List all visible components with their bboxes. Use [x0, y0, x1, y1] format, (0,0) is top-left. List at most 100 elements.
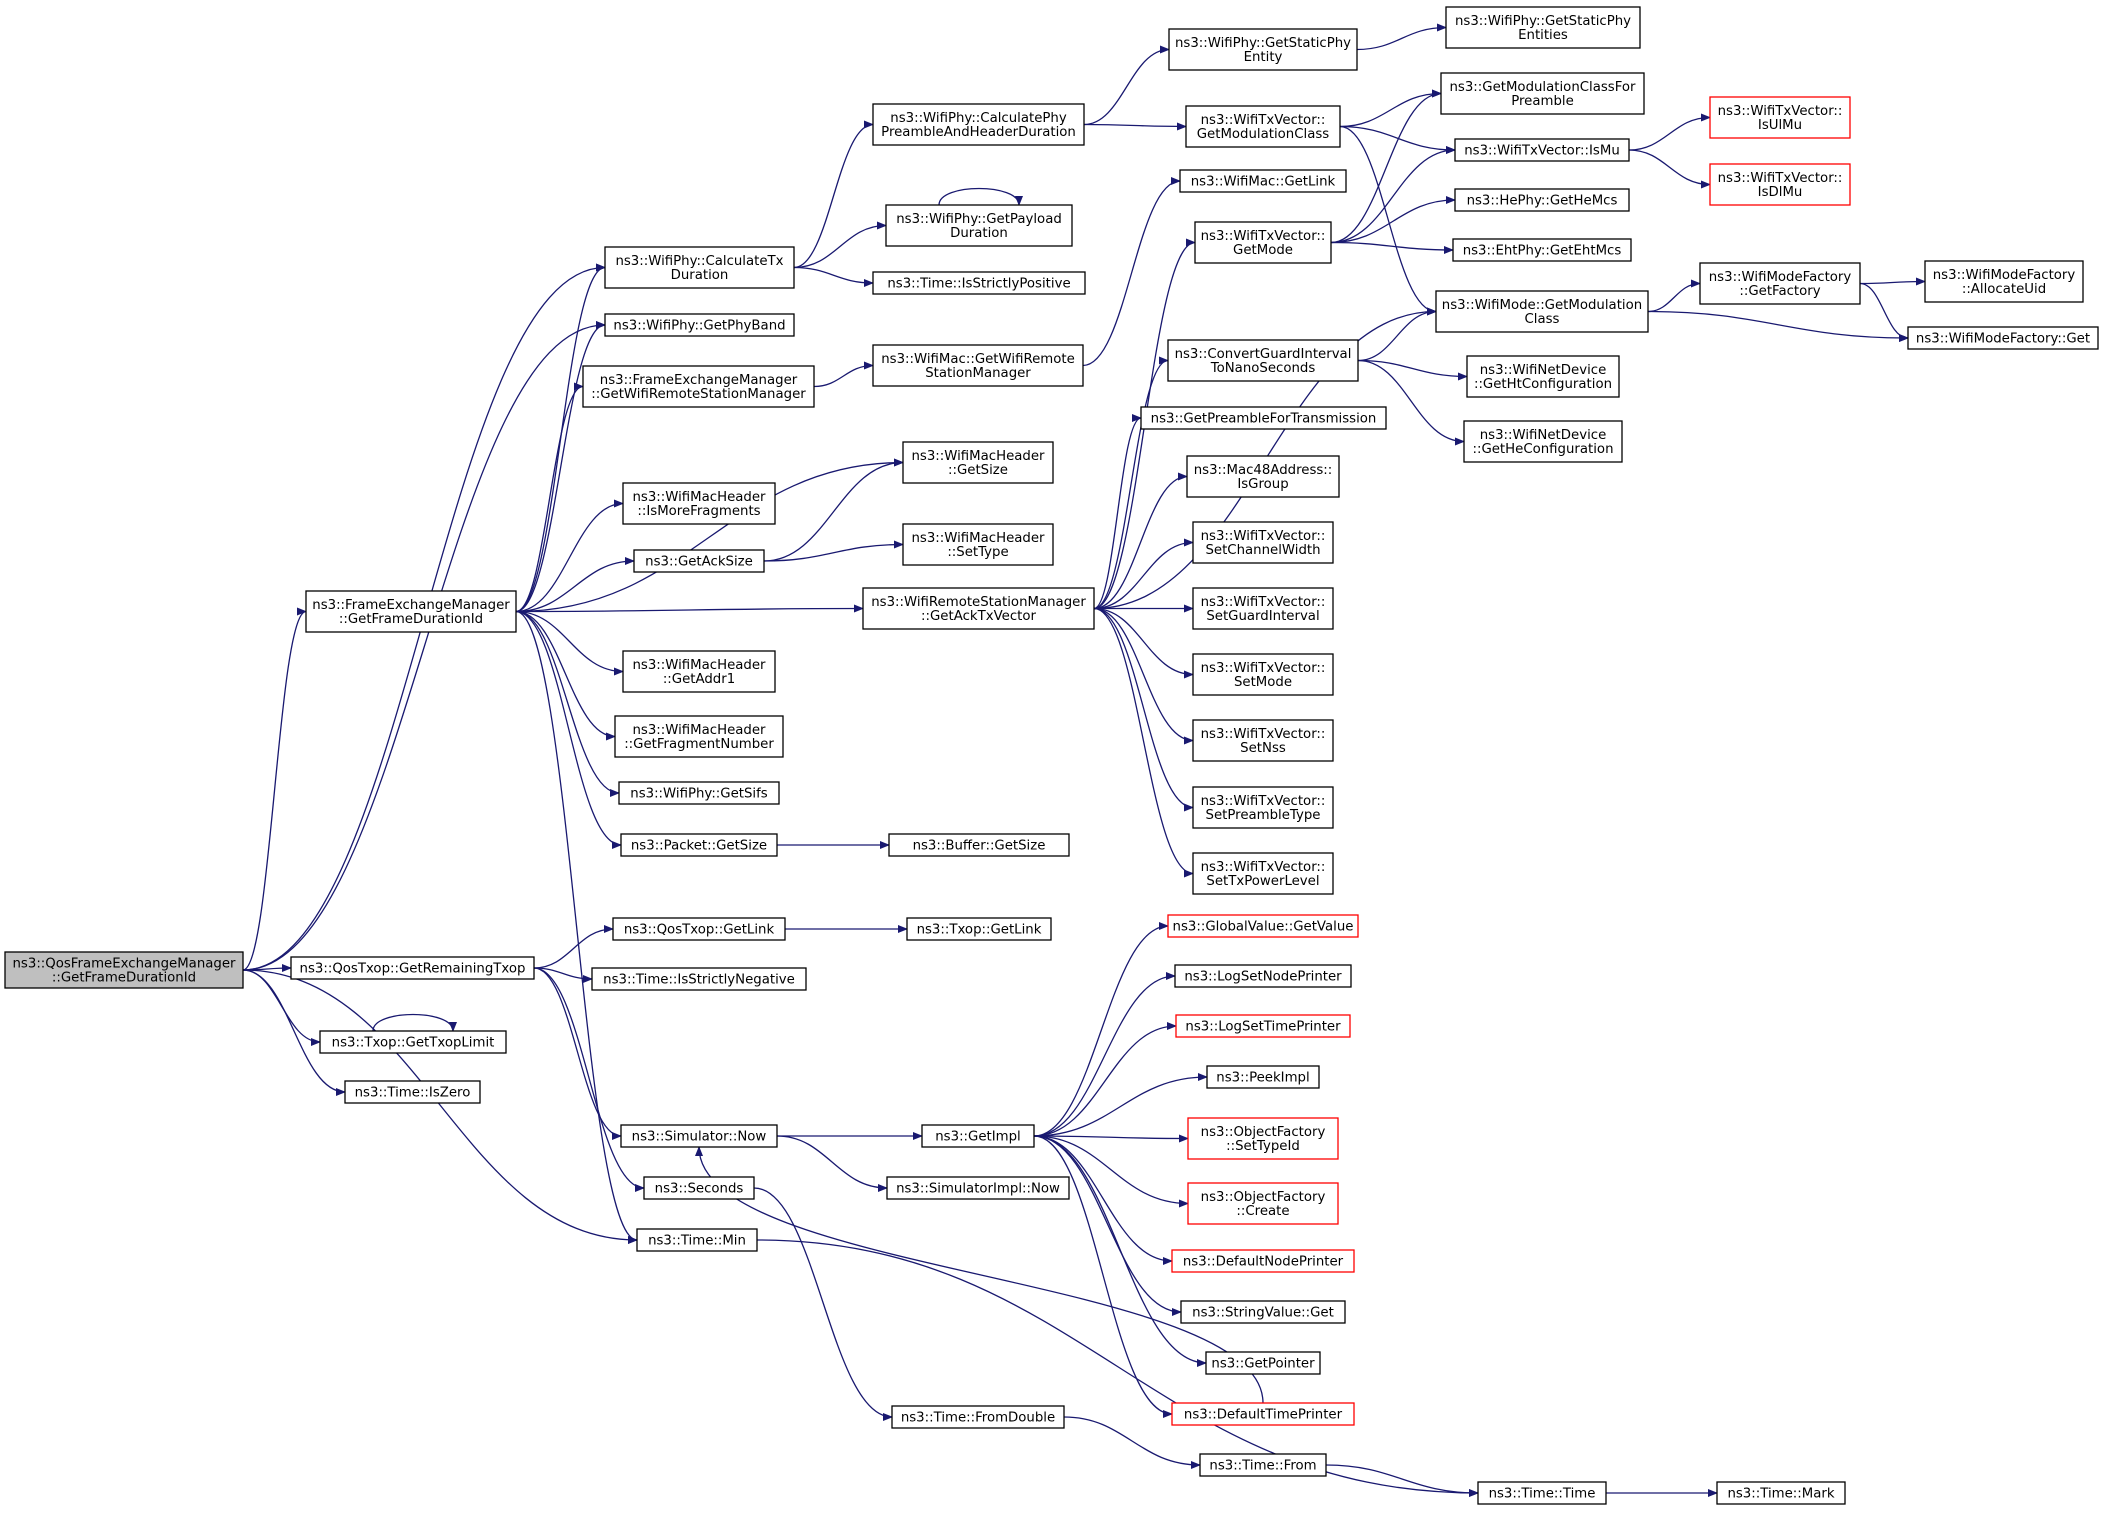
- node-time_fromdbl[interactable]: ns3::Time::FromDouble: [891, 1405, 1065, 1429]
- node-box: [1477, 1481, 1607, 1505]
- node-buf_size[interactable]: ns3::Buffer::GetSize: [888, 833, 1070, 857]
- node-time_min[interactable]: ns3::Time::Min: [636, 1228, 758, 1252]
- node-phy_cpre[interactable]: ns3::WifiPhy::CalculatePhyPreambleAndHea…: [872, 103, 1085, 146]
- node-tv_sgi[interactable]: ns3::WifiTxVector::SetGuardInterval: [1192, 587, 1334, 630]
- node-rsm_ack[interactable]: ns3::WifiRemoteStationManager::GetAckTxV…: [862, 587, 1095, 630]
- node-get_preamble[interactable]: ns3::GetPreambleForTransmission: [1140, 406, 1387, 430]
- node-box: [1192, 521, 1334, 564]
- node-label: ns3::WifiTxVector::: [1201, 661, 1326, 676]
- node-box: [862, 587, 1095, 630]
- node-nd_ht[interactable]: ns3::WifiNetDevice::GetHtConfiguration: [1466, 355, 1620, 398]
- node-get_ptr[interactable]: ns3::GetPointer: [1205, 1351, 1321, 1375]
- node-tv_isdlmu[interactable]: ns3::WifiTxVector::IsDlMu: [1709, 163, 1851, 206]
- node-get_impl[interactable]: ns3::GetImpl: [921, 1124, 1035, 1148]
- node-time_neg[interactable]: ns3::Time::IsStrictlyNegative: [591, 967, 807, 991]
- node-wm_modcls[interactable]: ns3::WifiMode::GetModulationClass: [1435, 290, 1649, 333]
- node-tv_txpow[interactable]: ns3::WifiTxVector::SetTxPowerLevel: [1192, 852, 1334, 895]
- node-label: ns3::WifiModeFactory: [1933, 268, 2076, 283]
- node-txop_lim[interactable]: ns3::Txop::GetTxopLimit: [319, 1030, 507, 1054]
- node-nd_he[interactable]: ns3::WifiNetDevice::GetHeConfiguration: [1463, 420, 1623, 463]
- node-wmf_get[interactable]: ns3::WifiModeFactory::Get: [1907, 326, 2099, 350]
- node-box: [1709, 96, 1851, 139]
- node-label: ns3::Time::IsStrictlyNegative: [603, 973, 795, 988]
- node-tv_chw[interactable]: ns3::WifiTxVector::SetChannelWidth: [1192, 521, 1334, 564]
- node-eht_mcs[interactable]: ns3::EhtPhy::GetEhtMcs: [1452, 238, 1632, 262]
- node-time_time[interactable]: ns3::Time::Time: [1477, 1481, 1607, 1505]
- node-def_time[interactable]: ns3::DefaultTimePrinter: [1171, 1402, 1355, 1426]
- node-box: [1445, 6, 1641, 49]
- node-gv_get[interactable]: ns3::GlobalValue::GetValue: [1167, 914, 1359, 938]
- node-tv_setmode[interactable]: ns3::WifiTxVector::SetMode: [1192, 653, 1334, 696]
- node-phy_sifs[interactable]: ns3::WifiPhy::GetSifs: [618, 781, 780, 805]
- node-root[interactable]: ns3::QosFrameExchangeManager::GetFrameDu…: [4, 951, 244, 989]
- node-time_mark[interactable]: ns3::Time::Mark: [1716, 1481, 1846, 1505]
- node-box: [305, 590, 517, 633]
- node-tv_modcls[interactable]: ns3::WifiTxVector::GetModulationClass: [1185, 105, 1341, 148]
- node-of_settype[interactable]: ns3::ObjectFactory::SetTypeId: [1187, 1117, 1339, 1160]
- node-txop_link[interactable]: ns3::Txop::GetLink: [906, 917, 1052, 941]
- node-label: ::GetFrameDurationId: [52, 971, 196, 986]
- node-ack_size[interactable]: ns3::GetAckSize: [633, 549, 765, 573]
- node-label: ns3::Time::FromDouble: [901, 1411, 1055, 1426]
- node-label: ns3::ConvertGuardInterval: [1175, 347, 1352, 362]
- node-label: ns3::FrameExchangeManager: [600, 373, 798, 388]
- node-mac_link[interactable]: ns3::WifiMac::GetLink: [1179, 169, 1347, 193]
- node-label: ns3::WifiTxVector::: [1201, 113, 1326, 128]
- node-tv_pretype[interactable]: ns3::WifiTxVector::SetPreambleType: [1192, 786, 1334, 829]
- node-wmf_getfac[interactable]: ns3::WifiModeFactory::GetFactory: [1699, 262, 1861, 305]
- node-fem_gfd[interactable]: ns3::FrameExchangeManager::GetFrameDurat…: [305, 590, 517, 633]
- node-time_pos[interactable]: ns3::Time::IsStrictlyPositive: [872, 271, 1086, 295]
- node-label: ns3::WifiRemoteStationManager: [871, 595, 1086, 610]
- node-log_node[interactable]: ns3::LogSetNodePrinter: [1174, 964, 1352, 988]
- node-box: [1716, 1481, 1846, 1505]
- node-hdr_size[interactable]: ns3::WifiMacHeader::GetSize: [902, 441, 1054, 484]
- node-peek_impl[interactable]: ns3::PeekImpl: [1206, 1065, 1320, 1089]
- node-label: ::GetSize: [948, 463, 1008, 478]
- node-simimpl_now[interactable]: ns3::SimulatorImpl::Now: [886, 1176, 1070, 1200]
- node-mac48_group[interactable]: ns3::Mac48Address::IsGroup: [1186, 455, 1340, 498]
- node-tv_getmode[interactable]: ns3::WifiTxVector::GetMode: [1194, 221, 1332, 264]
- node-hdr_addr1[interactable]: ns3::WifiMacHeader::GetAddr1: [622, 650, 776, 693]
- node-sim_now[interactable]: ns3::Simulator::Now: [620, 1124, 778, 1148]
- node-time_from[interactable]: ns3::Time::From: [1199, 1453, 1327, 1477]
- node-seconds[interactable]: ns3::Seconds: [643, 1176, 755, 1200]
- node-label: ns3::FrameExchangeManager: [312, 598, 510, 613]
- node-tv_nss[interactable]: ns3::WifiTxVector::SetNss: [1192, 719, 1334, 762]
- node-hdr_morefrag[interactable]: ns3::WifiMacHeader::IsMoreFragments: [622, 482, 776, 525]
- node-box: [1187, 1117, 1339, 1160]
- node-box: [1709, 163, 1851, 206]
- node-str_get[interactable]: ns3::StringValue::Get: [1180, 1300, 1346, 1324]
- node-label: ns3::GetModulationClassFor: [1449, 80, 1636, 95]
- node-box: [1185, 105, 1341, 148]
- node-tv_isulmu[interactable]: ns3::WifiTxVector::IsUlMu: [1709, 96, 1851, 139]
- node-label: ns3::GetPointer: [1211, 1357, 1315, 1372]
- node-wmf_alloc[interactable]: ns3::WifiModeFactory::AllocateUid: [1924, 260, 2084, 303]
- node-fem_gwrsm[interactable]: ns3::FrameExchangeManager::GetWifiRemote…: [582, 365, 815, 408]
- node-label: GetModulationClass: [1197, 127, 1330, 142]
- node-pkt_size[interactable]: ns3::Packet::GetSize: [620, 833, 778, 857]
- edge-get_impl-to-gv_get: [1033, 922, 1169, 1137]
- node-phy_band[interactable]: ns3::WifiPhy::GetPhyBand: [604, 313, 795, 337]
- edge-get_impl-to-peek_impl: [1033, 1073, 1208, 1137]
- node-log_time[interactable]: ns3::LogSetTimePrinter: [1175, 1014, 1351, 1038]
- node-def_node[interactable]: ns3::DefaultNodePrinter: [1171, 1249, 1355, 1273]
- edge-fem_gfd-to-hdr_size: [515, 458, 904, 613]
- node-hdr_type[interactable]: ns3::WifiMacHeader::SetType: [902, 523, 1054, 566]
- node-qtx_link[interactable]: ns3::QosTxop::GetLink: [612, 917, 786, 941]
- node-qtx_rem[interactable]: ns3::QosTxop::GetRemainingTxop: [290, 956, 535, 980]
- node-tv_ismu[interactable]: ns3::WifiTxVector::IsMu: [1454, 138, 1630, 162]
- node-hdr_fragnum[interactable]: ns3::WifiMacHeader::GetFragmentNumber: [614, 715, 784, 758]
- node-he_mcs[interactable]: ns3::HePhy::GetHeMcs: [1454, 188, 1630, 212]
- node-mac_gwrsm[interactable]: ns3::WifiMac::GetWifiRemoteStationManage…: [872, 344, 1084, 387]
- node-label: ::GetAckTxVector: [921, 609, 1036, 624]
- node-box: [1463, 420, 1623, 463]
- node-of_create[interactable]: ns3::ObjectFactory::Create: [1187, 1182, 1339, 1225]
- node-time_zero[interactable]: ns3::Time::IsZero: [344, 1080, 481, 1104]
- node-box: [1171, 1402, 1355, 1426]
